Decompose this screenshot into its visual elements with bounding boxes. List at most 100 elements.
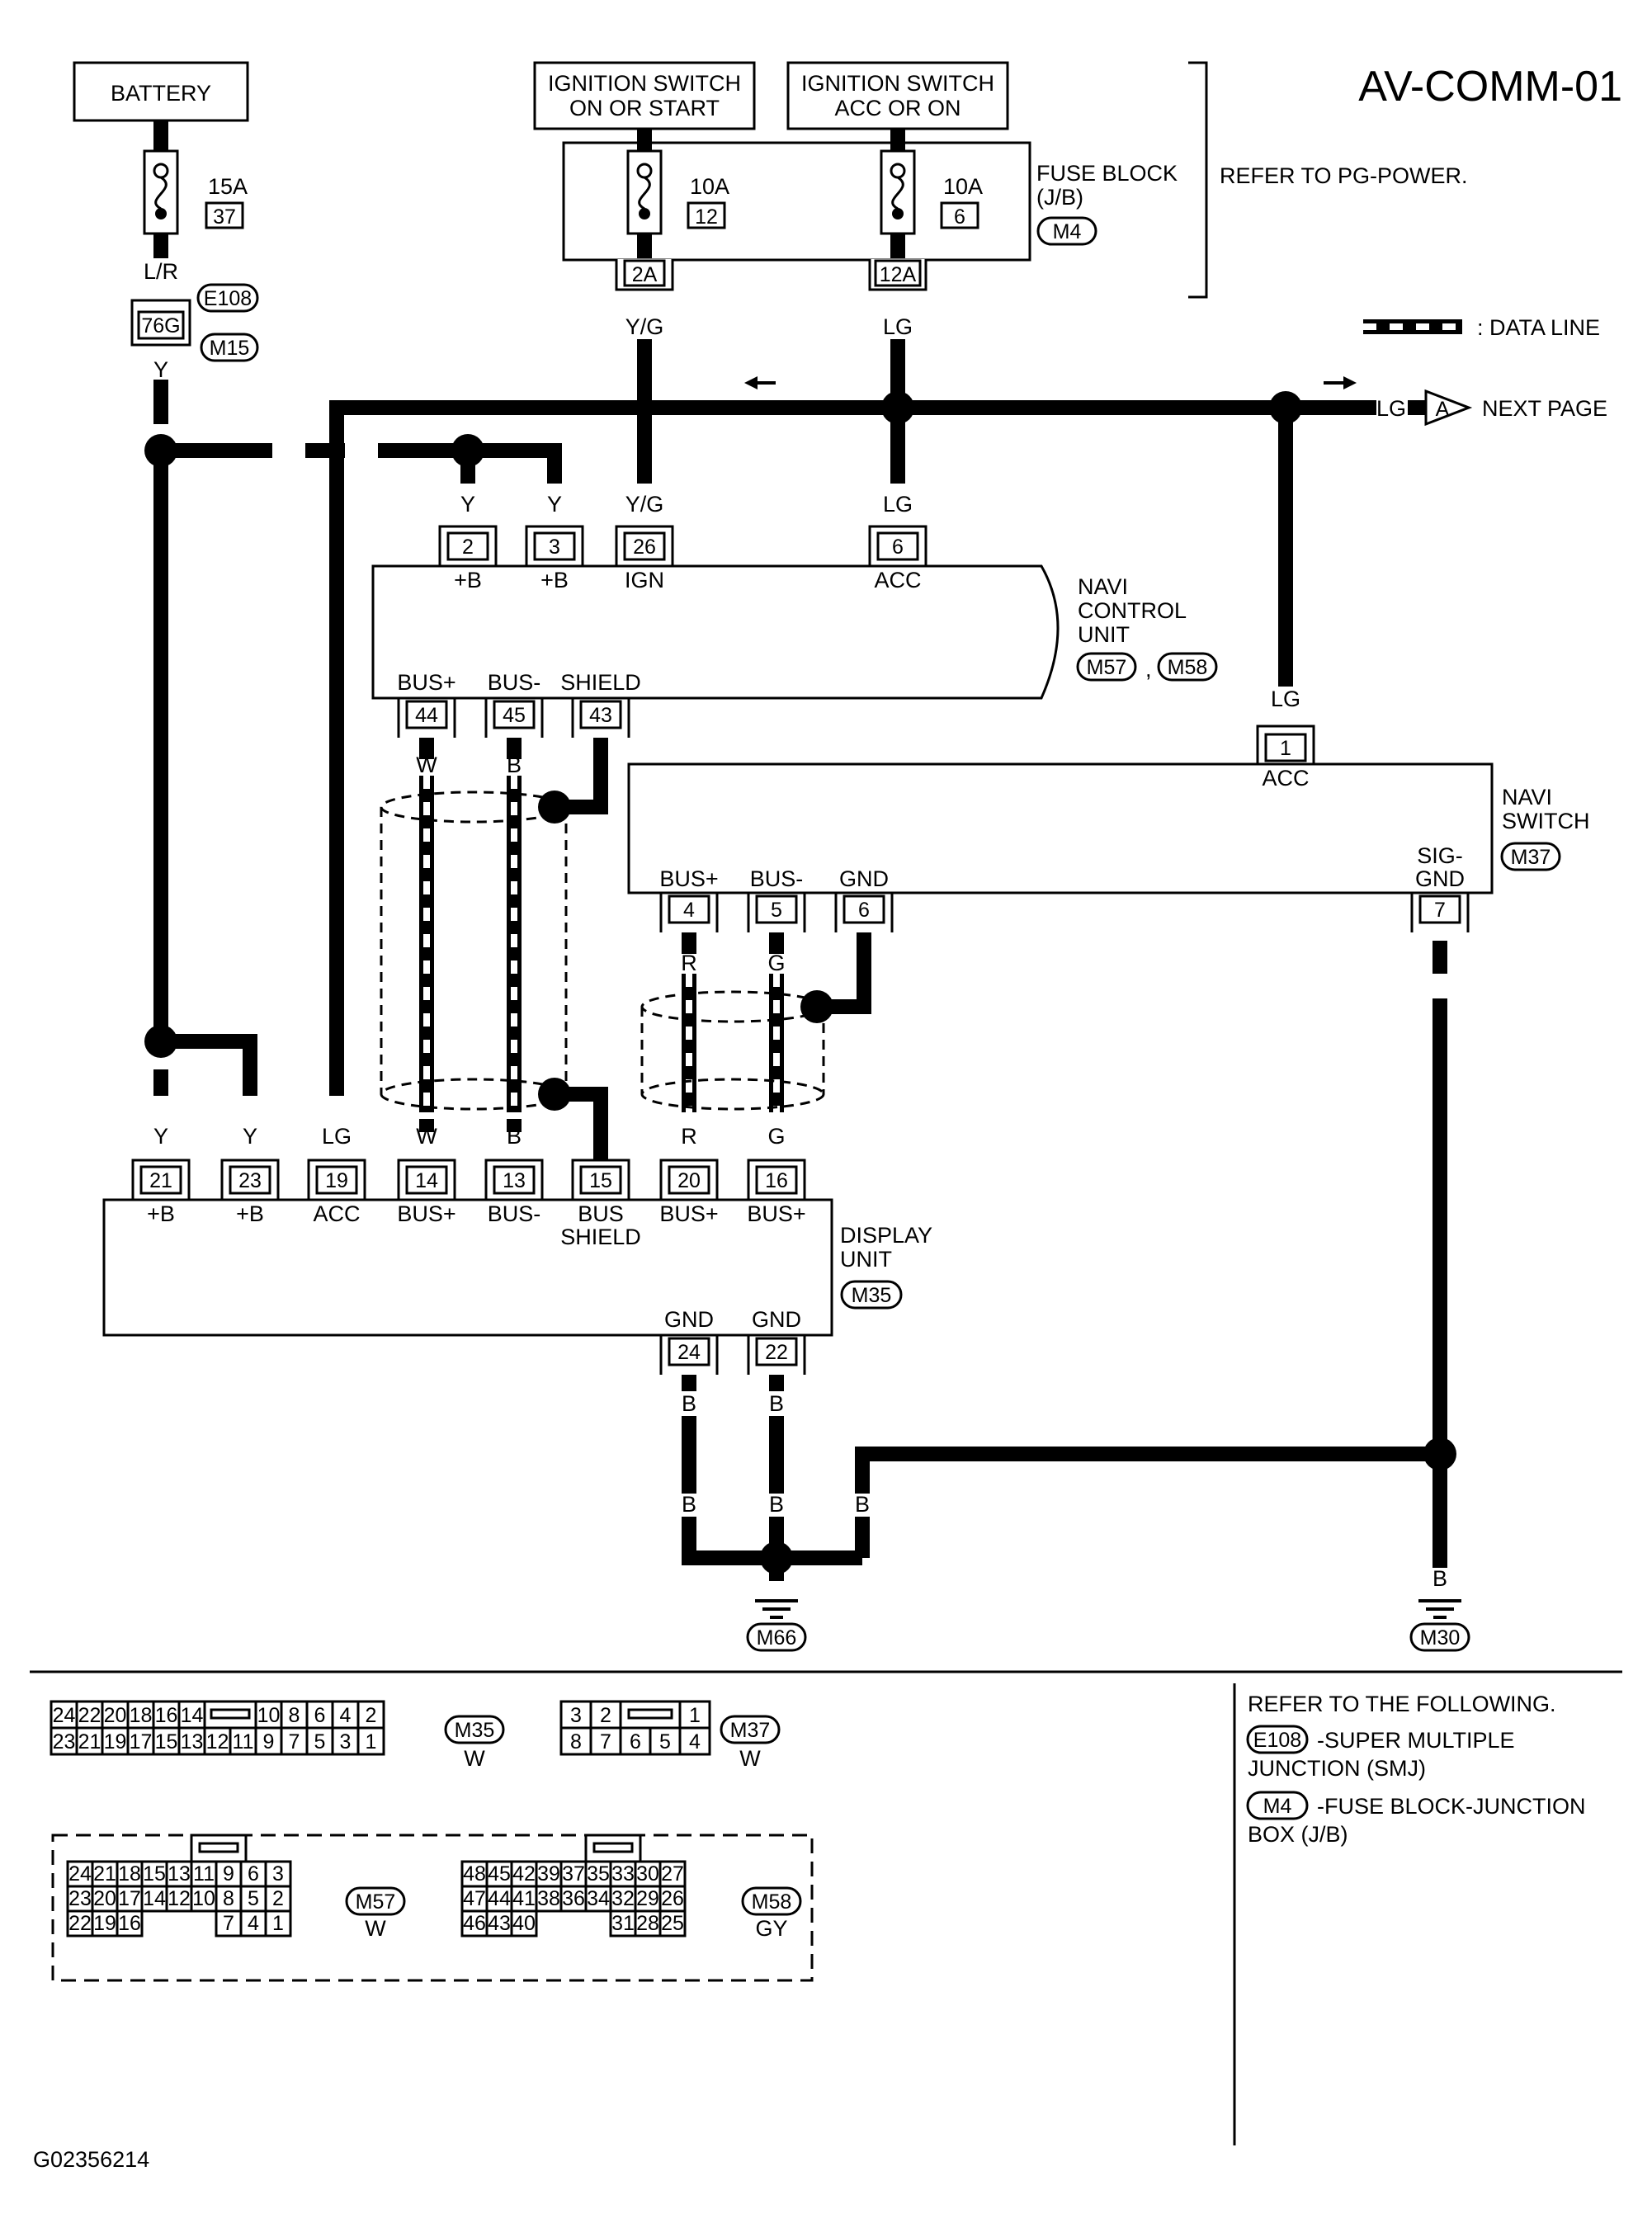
ns-sig-7-b: GND xyxy=(1415,866,1465,891)
svg-text:17: 17 xyxy=(130,1730,153,1753)
svg-text:10: 10 xyxy=(192,1887,215,1910)
ncu-bot-sig-43: SHIELD xyxy=(560,670,641,695)
svg-text:E108: E108 xyxy=(1253,1729,1301,1752)
svg-text:-FUSE BLOCK-JUNCTION: -FUSE BLOCK-JUNCTION xyxy=(1317,1794,1586,1819)
next-page-label: NEXT PAGE xyxy=(1482,396,1607,421)
svg-text:M58: M58 xyxy=(752,1890,792,1914)
svg-text:19: 19 xyxy=(104,1730,127,1753)
svg-text:20: 20 xyxy=(104,1704,127,1727)
svg-text:5: 5 xyxy=(314,1730,326,1753)
du-gnd-pin-24-num: 24 xyxy=(677,1341,701,1364)
svg-text:9: 9 xyxy=(263,1730,275,1753)
m57-cell-16 xyxy=(116,1909,144,1937)
svg-text:UNIT: UNIT xyxy=(1078,622,1130,647)
m35-cell-15 xyxy=(152,1726,181,1756)
svg-text:10: 10 xyxy=(257,1704,281,1727)
fuse-block-bracket xyxy=(1188,61,1208,299)
gnd-wire-left-c: B xyxy=(855,1492,870,1517)
conn-m37: M37 xyxy=(1511,846,1551,869)
svg-text:9: 9 xyxy=(223,1862,234,1886)
svg-text:2: 2 xyxy=(272,1887,284,1910)
ncu-pin-2-num: 2 xyxy=(462,536,474,559)
ncu-pin-26: 26 xyxy=(615,525,674,568)
m35-cell-2 xyxy=(356,1700,385,1730)
ign-switch-on-start-line1: IGNITION SWITCH xyxy=(548,71,741,96)
svg-text:14: 14 xyxy=(143,1887,166,1910)
svg-text:2: 2 xyxy=(600,1704,611,1727)
svg-text:W: W xyxy=(464,1746,485,1771)
display-unit-box xyxy=(102,1198,833,1337)
navi-switch-box xyxy=(627,762,1494,894)
svg-text:7: 7 xyxy=(600,1730,611,1753)
ign-switch-on-start-box xyxy=(533,61,756,130)
du-sig-14: BUS+ xyxy=(397,1201,455,1226)
m58-face-conn xyxy=(741,1886,802,1916)
m35-cell-1 xyxy=(356,1726,385,1756)
svg-text:M35: M35 xyxy=(455,1719,495,1742)
gnd-wire-left-a: B xyxy=(682,1492,696,1517)
svg-text:4: 4 xyxy=(248,1912,259,1935)
du-gnd-pin-22: 22 xyxy=(747,1333,806,1375)
ns-wire-7: B xyxy=(1433,951,1447,975)
fuse-terminal-2a: 2A xyxy=(615,259,674,291)
ns-sig-4: BUS+ xyxy=(659,866,718,891)
du-pin-14-num: 14 xyxy=(415,1169,438,1192)
conn-m58: M58 xyxy=(1168,656,1208,679)
du-sig-16: BUS+ xyxy=(747,1201,805,1226)
wire-lg-top: LG xyxy=(883,314,913,339)
m35-cell-19 xyxy=(101,1726,130,1756)
ns-pin-6: 6 xyxy=(834,891,894,932)
fuse-block-conn: M4 xyxy=(1053,220,1082,243)
du-pin-13: 13 xyxy=(484,1159,544,1201)
svg-text:22: 22 xyxy=(78,1704,101,1727)
du-pin-13-num: 13 xyxy=(503,1169,526,1192)
ns-pin-5-num: 5 xyxy=(771,899,782,922)
svg-text:76G: 76G xyxy=(141,314,180,337)
svg-text:W: W xyxy=(365,1916,386,1941)
du-pin-21: 21 xyxy=(131,1159,191,1201)
du-sig-15: BUS xyxy=(578,1201,624,1226)
ns-sig-7-a: SIG- xyxy=(1417,843,1463,868)
navi-switch-acc-wire: LG xyxy=(1271,687,1300,711)
display-shield-sub: SHIELD xyxy=(560,1225,641,1249)
svg-text:37: 37 xyxy=(213,205,236,229)
m35-cell-21 xyxy=(75,1726,104,1756)
du-gnd-pin-22-num: 22 xyxy=(765,1341,788,1364)
wire-yg-top: Y/G xyxy=(625,314,664,339)
ns-pin-7-num: 7 xyxy=(1434,899,1446,922)
du-pin-16: 16 xyxy=(747,1159,806,1201)
ncu-pin-43: 43 xyxy=(571,696,630,738)
ns-pin-6-num: 6 xyxy=(858,899,870,922)
m57-cell-1 xyxy=(264,1909,292,1937)
ncu-pin-44: 44 xyxy=(397,696,456,738)
svg-text:REFER TO THE FOLLOWING.: REFER TO THE FOLLOWING. xyxy=(1248,1692,1556,1716)
ign-switch-acc-on-line2: ACC OR ON xyxy=(834,96,961,120)
wire-lr: L/R xyxy=(144,259,178,284)
wire-y-battery: Y xyxy=(153,357,168,382)
svg-text:2A: 2A xyxy=(632,263,658,286)
du-pin-15: 15 xyxy=(571,1159,630,1201)
du-pin-19: 19 xyxy=(307,1159,366,1201)
ncu-bot-sig-45: BUS- xyxy=(488,670,541,695)
ns-sig-5: BUS- xyxy=(750,866,804,891)
next-page-marker xyxy=(1424,389,1473,427)
svg-text:12: 12 xyxy=(206,1730,229,1753)
m57-cell-12 xyxy=(165,1885,193,1913)
ncu-top-wire-2: Y xyxy=(460,492,475,517)
du-gnd-wire-22: B xyxy=(769,1391,784,1416)
du-gnd-pin-24: 24 xyxy=(659,1333,719,1375)
du-wire-13: B xyxy=(507,1124,522,1149)
m57-face-conn xyxy=(345,1886,406,1916)
svg-text:M57: M57 xyxy=(356,1890,396,1914)
conn-m15: M15 xyxy=(210,337,250,360)
svg-text:CONTROL: CONTROL xyxy=(1078,598,1187,623)
fuse-block-label-2: (J/B) xyxy=(1036,185,1083,210)
svg-text:W: W xyxy=(739,1746,761,1771)
svg-text:12: 12 xyxy=(695,205,718,229)
svg-text:45: 45 xyxy=(488,1862,511,1886)
conn-m35: M35 xyxy=(852,1284,892,1307)
next-page-marker-label: A xyxy=(1436,398,1450,421)
fuse-37: 15A 37 xyxy=(143,149,248,235)
